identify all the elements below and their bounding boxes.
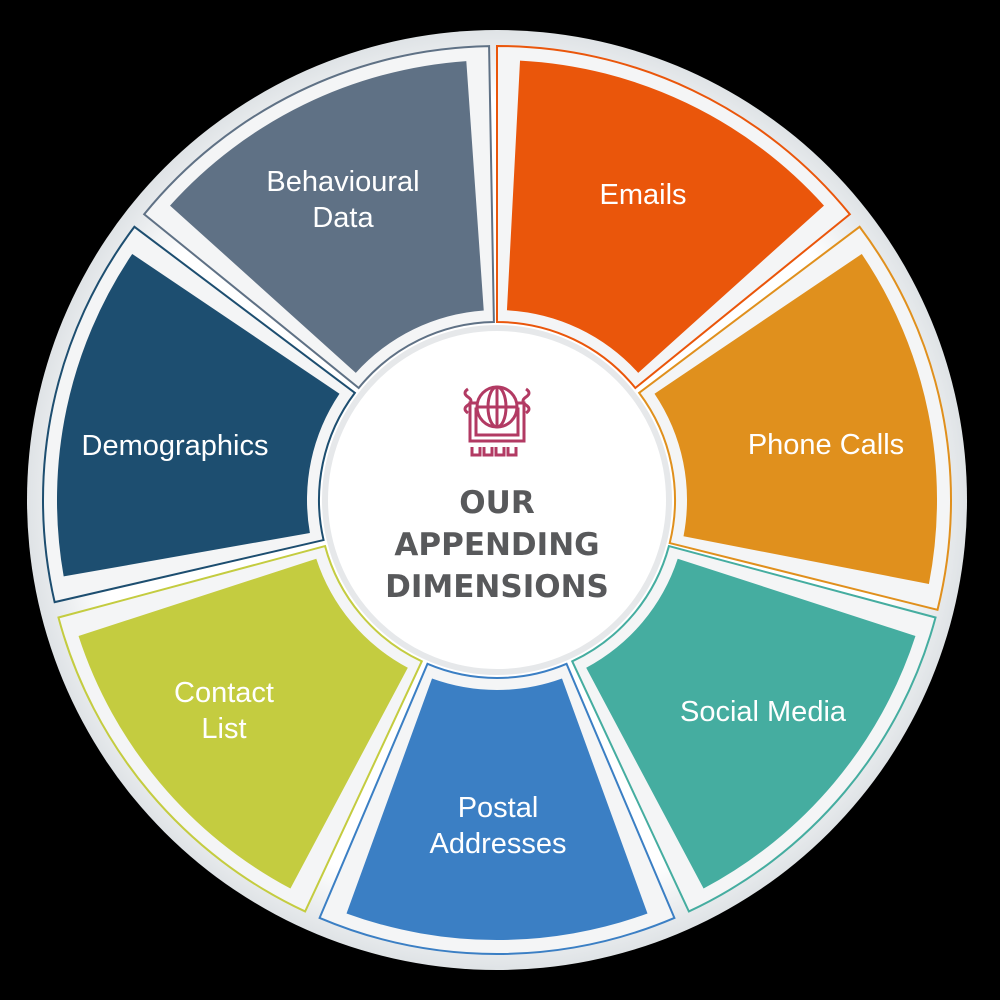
segment-contact-list	[78, 558, 408, 889]
globe-chip-icon	[463, 385, 531, 457]
segment-label-behavioural-data: Behavioural Data	[266, 164, 419, 236]
behav-line-2: Data	[312, 202, 374, 234]
contact-line-2: List	[201, 713, 247, 745]
segment-emails	[506, 60, 824, 373]
segment-label-emails: Emails	[599, 179, 687, 211]
title-line-2: APPENDING	[394, 527, 600, 563]
segment-label-demographics: Demographics	[81, 430, 269, 462]
title-line-3: DIMENSIONS	[385, 569, 609, 605]
segment-label-contact-list: Contact List	[174, 675, 274, 747]
segment-social-media	[586, 558, 916, 889]
segment-demographics	[57, 253, 340, 577]
segment-label-postal-addresses: Postal Addresses	[429, 790, 566, 862]
postal-line-2: Addresses	[429, 828, 567, 860]
segment-postal-addresses	[346, 678, 648, 941]
contact-line-1: Contact	[174, 677, 274, 709]
postal-line-1: Postal	[457, 792, 539, 824]
segment-label-social-media: Social Media	[679, 696, 847, 728]
segment-phone-calls	[654, 253, 937, 584]
behav-line-1: Behavioural	[266, 166, 420, 198]
title-line-1: OUR	[459, 485, 535, 521]
center-circle	[322, 325, 672, 675]
center-title: OUR APPENDING DIMENSIONS	[385, 482, 609, 608]
segment-behavioural-data	[170, 61, 484, 373]
segment-label-phone-calls: Phone Calls	[747, 429, 905, 461]
